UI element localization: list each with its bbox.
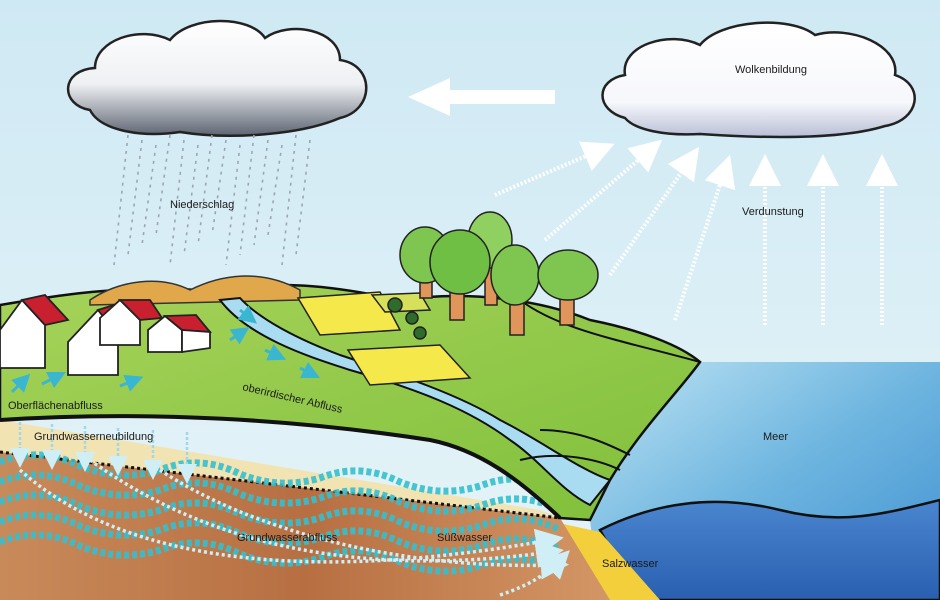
river [218,296,612,507]
label-oberflaechenabfluss: Oberflächenabfluss [8,400,103,412]
rain-streak [281,134,297,266]
rain-streak [183,144,199,256]
deep-sea [598,498,940,600]
fields [296,291,472,386]
label-salzwasser: Salzwasser [602,558,659,570]
label-wolkenbildung: Wolkenbildung [735,64,807,76]
rain [113,134,311,266]
groundwater-wave [0,511,562,555]
label-suesswasser: Süßwasser [437,532,492,544]
wind-arrow-icon [408,78,555,116]
formation-cloud [601,21,916,139]
groundwater-wave [0,471,562,515]
trees [387,211,599,340]
river-delta [519,429,631,471]
rain-streak [141,144,157,246]
rain-streak [169,139,185,266]
rain-streak [155,134,171,236]
rain-streak [197,134,213,246]
hills [89,275,301,306]
stream [519,299,701,363]
label-grundwasserabfluss: Grundwasserabfluss [237,532,338,544]
evaporation-arrows [494,139,898,325]
land-edge [0,414,562,520]
groundwater-flow-arrows [18,458,570,597]
rain-streak [113,134,129,266]
label-grundwasserneubildung: Grundwasserneubildung [34,431,153,443]
rain-streak [211,139,227,236]
recharge-arrows [10,422,197,484]
houses [0,294,213,376]
groundwater-table [0,450,561,520]
groundwater-wave [0,531,562,575]
label-meer: Meer [763,431,788,443]
rain-cloud [66,19,368,137]
label-verdunstung: Verdunstung [742,206,804,218]
runoff-arrows [10,305,321,394]
label-niederschlag: Niederschlag [170,199,234,211]
groundwater-wave [0,491,562,535]
rain-streak [127,139,143,256]
sand-layer [0,420,560,518]
rain-streak [253,139,269,246]
rain-streak [295,139,311,256]
